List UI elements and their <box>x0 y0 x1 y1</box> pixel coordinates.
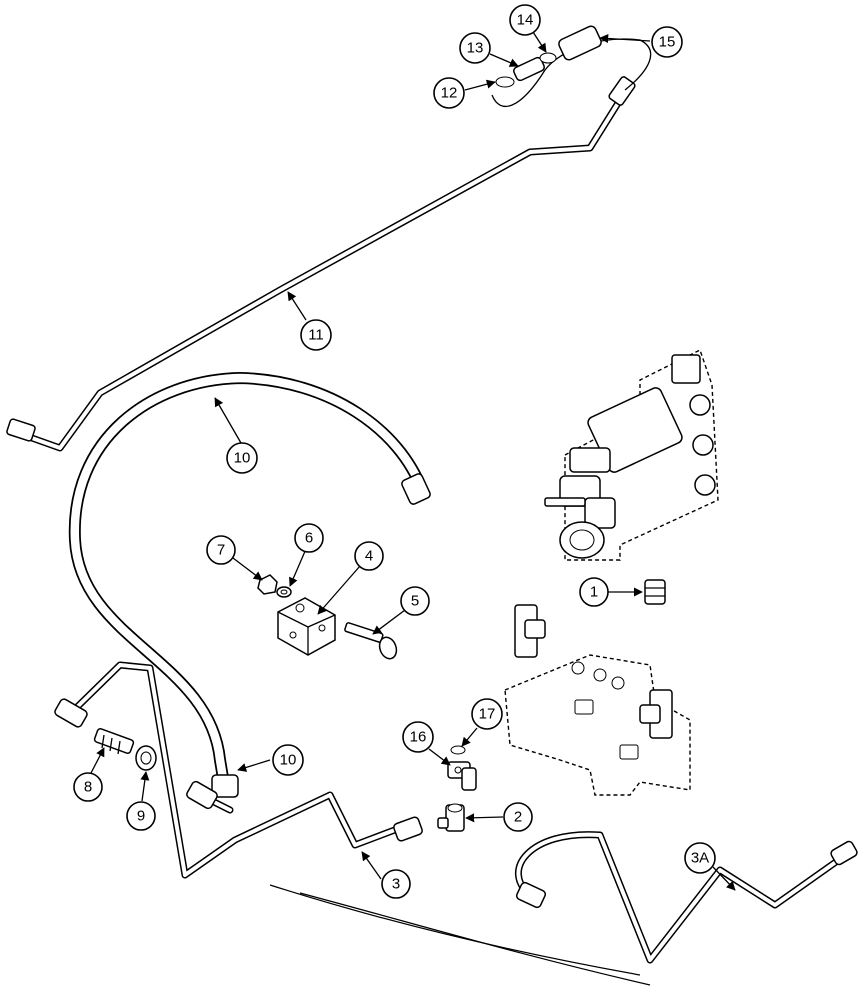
callout-14: 14 <box>509 4 541 36</box>
callout-6-label: 6 <box>305 530 313 547</box>
callout-13: 13 <box>459 32 491 64</box>
callout-17-label: 17 <box>479 706 496 723</box>
callout-17: 17 <box>471 698 503 730</box>
o-ring-14 <box>539 52 557 64</box>
callout-3: 3 <box>381 869 411 899</box>
control-valve-1 <box>544 349 719 561</box>
adapter-13 <box>513 56 545 82</box>
bolt-5 <box>344 622 398 660</box>
callout-4-label: 4 <box>365 548 373 565</box>
callout-2-label: 2 <box>514 809 522 826</box>
callout-10-lower-label: 10 <box>280 752 297 769</box>
callout-14-label: 14 <box>517 12 534 29</box>
tube-3-left-fitting <box>54 698 88 728</box>
tube-3a-right-fitting <box>830 840 858 866</box>
callout-12: 12 <box>433 77 465 109</box>
hose-10-lower-fitting <box>211 774 239 798</box>
floor-sweep-line-2 <box>299 892 651 986</box>
tube-11-right-fitting <box>608 76 636 106</box>
callout-8-label: 8 <box>84 779 92 796</box>
plug-1 <box>644 579 666 605</box>
tube-3-mid-fitting <box>186 780 218 810</box>
callout-3a: 3A <box>684 842 716 874</box>
callout-5-label: 5 <box>411 593 419 610</box>
o-ring-12 <box>495 76 515 88</box>
callout-12-label: 12 <box>441 85 458 102</box>
clamp-block-4 <box>277 597 336 656</box>
washer-6 <box>276 586 292 598</box>
valve-block-lower <box>504 604 691 796</box>
nut-7 <box>257 574 278 595</box>
elbow-fitting-2 <box>437 803 465 832</box>
callout-7-label: 7 <box>217 542 225 559</box>
tube-11-left-fitting <box>6 418 36 442</box>
callout-16-label: 16 <box>410 729 427 746</box>
callout-5: 5 <box>400 586 430 616</box>
callout-11: 11 <box>300 319 332 351</box>
hose-10 <box>68 372 431 798</box>
callout-10-upper-label: 10 <box>234 450 251 467</box>
callout-6: 6 <box>294 523 324 553</box>
callout-3a-label: 3A <box>691 850 709 867</box>
adapter-8 <box>93 728 135 755</box>
callout-15-label: 15 <box>659 34 676 51</box>
callout-1-label: 1 <box>590 584 598 601</box>
callout-1: 1 <box>579 577 609 607</box>
callout-9: 9 <box>126 801 156 831</box>
callout-11-label: 11 <box>308 327 324 344</box>
callout-15: 15 <box>651 26 683 58</box>
tube-3a-left-fitting <box>515 881 547 909</box>
tube-3-right-fitting <box>393 816 423 842</box>
callout-10-upper: 10 <box>226 442 258 474</box>
hose-10-upper-fitting <box>401 473 431 505</box>
callout-9-label: 9 <box>137 808 145 825</box>
callout-2: 2 <box>503 802 533 832</box>
callout-10-lower: 10 <box>272 744 304 776</box>
tube-11 <box>6 76 636 452</box>
callout-16: 16 <box>402 721 434 753</box>
callout-8: 8 <box>73 772 103 802</box>
callout-7: 7 <box>206 535 236 565</box>
tube-3 <box>54 661 423 879</box>
nut-9 <box>135 745 157 771</box>
connector-15 <box>558 25 602 61</box>
ring-17 <box>450 745 466 755</box>
fitting-group-top <box>495 25 602 88</box>
callout-3-label: 3 <box>392 876 400 893</box>
floor-sweep-line <box>269 884 641 976</box>
callout-13-label: 13 <box>467 40 484 57</box>
tee-fitting-16 <box>447 761 477 791</box>
leader-lines <box>90 31 736 891</box>
callout-4: 4 <box>354 541 384 571</box>
tube-3a <box>515 831 858 964</box>
